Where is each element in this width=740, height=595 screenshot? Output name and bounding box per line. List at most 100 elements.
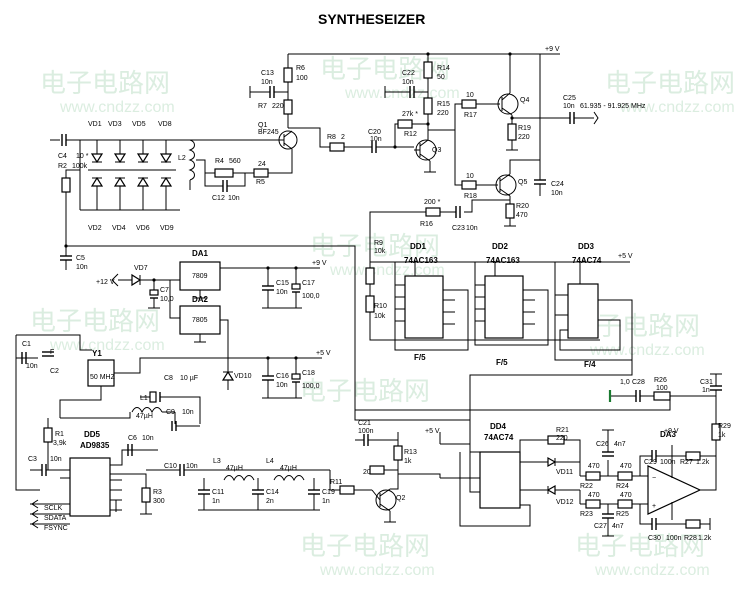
schematic-wire (15, 335, 40, 491)
component-label: C14 (266, 489, 279, 496)
component-label: C12 (212, 195, 225, 202)
component-label: 74AC163 (404, 256, 438, 265)
sdata-connector (31, 509, 39, 519)
component-label: VD5 (132, 121, 146, 128)
component-label: DD2 (492, 242, 509, 251)
component-label: 100n (666, 535, 682, 542)
component-label: 100n (358, 428, 374, 435)
component-label: VD4 (112, 225, 126, 232)
component-label: R28 (684, 535, 697, 542)
component-label: 10n (142, 435, 154, 442)
component-label: Y1 (92, 349, 102, 358)
component-label: +5 V (425, 428, 440, 435)
schematic-wire (639, 504, 652, 525)
schematic-wire (509, 159, 540, 174)
fsync-connector (31, 519, 39, 529)
capacitor-c8 (149, 391, 157, 403)
component-label: R13 (404, 449, 417, 456)
component-label: C4 (58, 153, 67, 160)
schematic-wire (369, 465, 385, 475)
component-label: 10n (182, 409, 194, 416)
resistor-r14 (423, 61, 433, 79)
schematic-wire (469, 420, 480, 493)
resistor-r24 (617, 471, 633, 481)
component-label: C6 (128, 435, 137, 442)
resistor-r4 (214, 168, 234, 178)
component-label: +9 V (312, 260, 327, 267)
diode-vd7 (131, 273, 142, 287)
schematic-wire (394, 123, 428, 147)
component-label: Q3 (432, 147, 441, 154)
component-label: 100 (296, 75, 308, 82)
schematic-wire (510, 116, 514, 120)
component-label: VD3 (108, 121, 122, 128)
component-label: C15 (276, 280, 289, 287)
schematic-wire (379, 503, 391, 512)
component-label: R3 (153, 489, 162, 496)
schematic-wire (428, 103, 462, 131)
component-label: 10n (26, 363, 38, 370)
watermark-en: www.cndzz.com (59, 99, 175, 116)
component-label: R9 (374, 240, 383, 247)
component-label: 100n (660, 459, 676, 466)
schematic-wire (16, 334, 92, 351)
component-label: R8 (327, 134, 336, 141)
component-label: 10n (563, 103, 575, 110)
component-label: C19 (322, 489, 335, 496)
component-label: R17 (464, 112, 477, 119)
component-label: VD11 (556, 469, 573, 476)
component-label: 1n (702, 387, 710, 394)
component-label: 10n (402, 79, 414, 86)
schematic-wire (454, 130, 462, 186)
component-label: 220 (437, 110, 449, 117)
component-label: AD9835 (80, 441, 110, 450)
component-label: DA1 (192, 249, 209, 258)
component-label: C16 (276, 373, 289, 380)
resistor-r28 (685, 519, 701, 529)
component-label: Q5 (518, 179, 527, 186)
component-label: 220 (272, 103, 284, 110)
schematic-wire (227, 173, 246, 187)
component-label: Q2 (396, 495, 405, 502)
component-label: R19 (518, 125, 531, 132)
component-label: 4n7 (614, 441, 626, 448)
component-label: 10 µF (180, 375, 198, 382)
schematic-wire (355, 396, 671, 411)
component-label: R26 (654, 377, 667, 384)
resistor-r9 (365, 267, 375, 285)
inductor-l1 (131, 407, 163, 414)
dds-section: C1 10n F C2 Y1 50 MHZ C8 10 µF L1 47µH C… (15, 334, 372, 532)
watermark-cn: 电子电路网 (300, 532, 430, 562)
inductor-l3 (223, 475, 255, 482)
component-label: 100,0 (302, 293, 320, 300)
component-label: C23 (452, 225, 465, 232)
component-label: 74AC74 (484, 433, 514, 442)
component-label: 74AC163 (486, 256, 520, 265)
component-label: BF245 (258, 129, 279, 136)
resistor-r19 (507, 123, 517, 141)
schematic-wire (113, 176, 127, 187)
schematic-wire (501, 92, 511, 101)
component-label: C7 (160, 287, 169, 294)
component-label: L4 (266, 458, 274, 465)
schematic-wire (499, 188, 511, 197)
component-label: VD9 (160, 225, 174, 232)
watermark: 电子电路网 www.cndzz.com 电子电路网 www.cndzz.com … (30, 55, 735, 579)
component-label: 10n (50, 456, 62, 463)
sclk-connector (31, 499, 39, 509)
crystal-y1 (87, 359, 115, 387)
schematic-wire (639, 455, 652, 476)
component-label: C10 (164, 463, 177, 470)
component-label: R29 (718, 423, 731, 430)
component-label: R12 (404, 131, 417, 138)
flipflop-dd3 (567, 283, 599, 339)
schematic-wire (59, 386, 102, 418)
schematic-wire (440, 443, 480, 453)
watermark-cn: 电子电路网 (605, 69, 735, 99)
resistor-r23 (585, 499, 601, 509)
varactor-diodes (88, 140, 176, 210)
schematic-wire (670, 395, 717, 424)
component-label: C28 (632, 379, 645, 386)
component-label: R14 (437, 65, 450, 72)
component-label: C27 (594, 523, 607, 530)
